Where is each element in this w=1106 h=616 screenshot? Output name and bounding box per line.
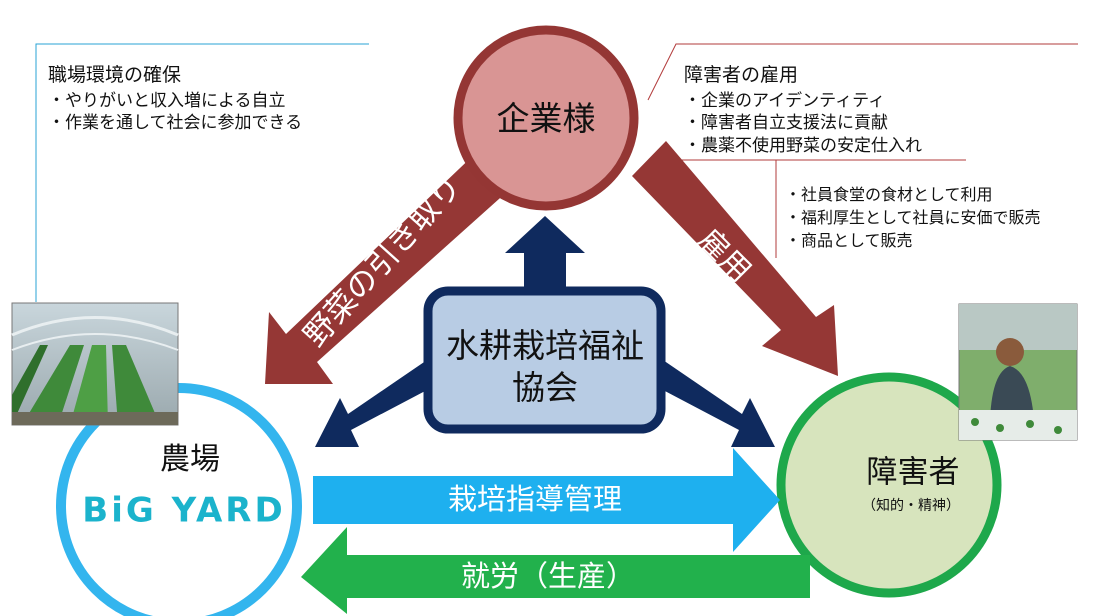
greenhouse-photo <box>11 302 179 426</box>
labor-label: 就労（生産） <box>461 559 635 593</box>
workplace-callout-line <box>35 43 369 302</box>
farm-label: 農場 <box>160 442 220 477</box>
workplace-note: 職場環境の確保 ・やりがいと収入増による自立 ・作業を通して社会に参加できる <box>48 64 302 133</box>
workplace-note-title: 職場環境の確保 <box>48 64 181 86</box>
right-down-arrow <box>644 358 775 447</box>
farm-node: 農場 BiG YARD <box>56 383 302 616</box>
hiring-note-item: ・障害者自立支援法に貢献 <box>684 113 888 133</box>
association-label-line2: 協会 <box>512 368 578 407</box>
usage-note-item: ・福利厚生として社員に安価で販売 <box>785 208 1041 227</box>
up-arrow <box>505 216 585 290</box>
worker-photo <box>958 303 1078 441</box>
usage-note: ・社員食堂の食材として利用 ・福利厚生として社員に安価で販売 ・商品として販売 <box>785 185 1041 250</box>
hiring-note-title: 障害者の雇用 <box>684 64 798 86</box>
disabled-node: 障害者 （知的・精神） <box>776 372 1002 598</box>
company-node: 企業様 <box>453 25 639 211</box>
labor-arrow: 就労（生産） <box>301 527 810 614</box>
disabled-label: 障害者 <box>867 455 960 491</box>
left-down-arrow <box>315 358 446 447</box>
workplace-note-item: ・やりがいと収入増による自立 <box>48 91 286 111</box>
guidance-label: 栽培指導管理 <box>448 482 622 516</box>
guidance-arrow: 栽培指導管理 <box>313 448 780 552</box>
disabled-sublabel: （知的・精神） <box>862 497 960 514</box>
association-label-line1: 水耕栽培福祉 <box>446 326 644 365</box>
hiring-note-item: ・企業のアイデンティティ <box>684 90 885 111</box>
hiring-note-item: ・農薬不使用野菜の安定仕入れ <box>684 135 922 156</box>
association-node: 水耕栽培福祉 協会 <box>423 286 666 434</box>
workplace-note-item: ・作業を通して社会に参加できる <box>48 113 302 133</box>
big-yard-logo: BiG YARD <box>82 491 285 531</box>
usage-note-item: ・商品として販売 <box>785 231 913 250</box>
company-label: 企業様 <box>497 99 596 138</box>
hiring-callout-line <box>647 43 1078 258</box>
usage-note-item: ・社員食堂の食材として利用 <box>785 185 993 204</box>
hiring-note: 障害者の雇用 ・企業のアイデンティティ ・障害者自立支援法に貢献 ・農薬不使用野… <box>684 64 922 156</box>
